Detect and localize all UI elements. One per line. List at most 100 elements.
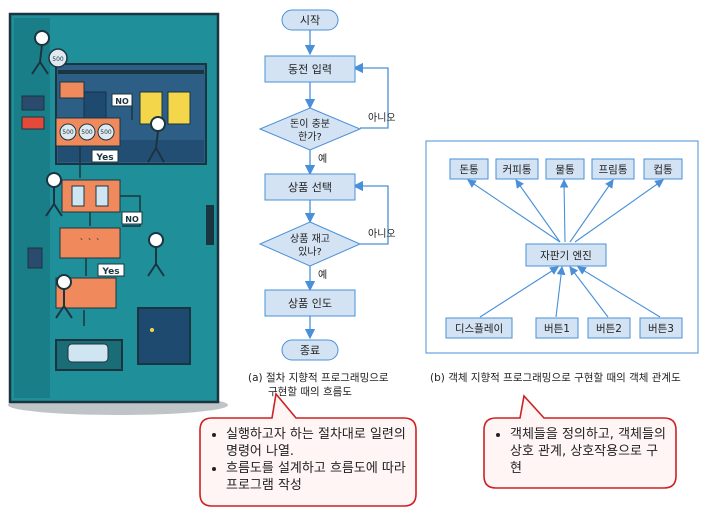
- object-box: [535, 317, 579, 339]
- no-label: 아니오: [368, 112, 396, 124]
- stick-figure: [45, 172, 63, 217]
- shelf: [58, 70, 204, 74]
- stock-check-label-1: 상품 재고: [290, 233, 330, 245]
- note-item: 흐름도를 설계하고 흐름도에 따라 프로그램 작성: [226, 460, 408, 494]
- money-check-decision: [258, 107, 362, 151]
- yes-tag: [91, 149, 119, 163]
- machine-side-panel: [14, 18, 50, 398]
- start-terminal: [281, 9, 339, 31]
- no-label: NO: [125, 215, 139, 224]
- stick-figure: [147, 116, 166, 163]
- object-label: 버튼2: [596, 323, 622, 335]
- bottle-icon: [95, 185, 109, 207]
- caption-a: (a) 절차 지향적 프로그래밍으로 구현할 때의 흐름도: [248, 371, 389, 399]
- callout-left: [199, 392, 417, 507]
- object-diagram: 돈통 커피통 물통 프림통 컵통 자판기 엔진 디스플레이 버튼1 버튼2 버튼…: [425, 140, 699, 354]
- yes-label: 예: [318, 269, 327, 281]
- coin-icon: [59, 123, 77, 141]
- coin-icon: [48, 48, 68, 68]
- callout-right-text: 객체들을 정의하고, 객체들의 상호 관계, 상호작용으로 구현: [494, 426, 670, 477]
- end-terminal: [281, 339, 339, 361]
- stick-figure: [31, 30, 50, 75]
- end-label: 종료: [300, 344, 320, 357]
- relation-arrow: [569, 266, 609, 318]
- relation-arrow: [574, 179, 664, 243]
- stock-check-label-2: 있나?: [298, 246, 322, 258]
- object-box: [587, 317, 631, 339]
- relation-arrow: [555, 265, 566, 318]
- coin-label: 500: [62, 129, 74, 136]
- note-item: 객체들을 정의하고, 객체들의 상호 관계, 상호작용으로 구현: [510, 426, 670, 477]
- coin-label: 500: [81, 129, 93, 136]
- relation-arrow: [479, 266, 559, 318]
- loop-arrow: [120, 195, 141, 227]
- coin-icon: [97, 123, 115, 141]
- object-label: 버튼1: [544, 323, 570, 335]
- handle: [206, 205, 214, 245]
- object-box: [643, 158, 683, 180]
- relation-arrow: [569, 179, 614, 243]
- vending-machine-illustration: 500 500 500 500 Yes Yes NO NO ` ` `: [8, 12, 228, 415]
- bottle-icon: [71, 185, 85, 207]
- pickup-door: [137, 307, 191, 365]
- no-loop-arrow: [352, 62, 389, 129]
- callout-left-text: 실행하고자 하는 절차대로 일련의 명령어 나열. 흐름도를 설계하고 흐름도에…: [210, 426, 408, 494]
- select-box: [264, 173, 356, 201]
- engine-box: [525, 243, 607, 267]
- caption-a-line2: 구현할 때의 흐름도: [268, 386, 352, 398]
- coin-label: 500: [52, 56, 64, 63]
- money-check-label-2: 한가?: [298, 131, 322, 143]
- note-item: 실행하고자 하는 절차대로 일련의 명령어 나열.: [226, 426, 408, 460]
- no-label: 아니오: [368, 228, 396, 240]
- object-label: 물통: [555, 164, 575, 176]
- no-tag: [121, 211, 143, 225]
- yes-label: 예: [318, 153, 327, 165]
- object-box: [449, 158, 489, 180]
- step-dots: ` ` `: [79, 237, 100, 249]
- coin-input-label: 동전 입력: [288, 63, 332, 76]
- object-box: [445, 317, 513, 339]
- coin-input-box: [264, 55, 356, 83]
- stick-figure: [55, 274, 73, 319]
- money-check-label-1: 돈이 충분: [290, 118, 330, 130]
- object-box: [545, 158, 585, 180]
- object-box: [591, 158, 635, 180]
- relation-arrow: [515, 179, 561, 243]
- callout-right: [483, 394, 677, 489]
- relation-arrow: [467, 179, 561, 243]
- caption-a-line1: (a) 절차 지향적 프로그래밍으로: [248, 372, 389, 384]
- dispensed-can: [67, 343, 109, 363]
- stock-check-decision: [258, 221, 362, 267]
- relation-arrow: [577, 266, 661, 318]
- return-slot: [27, 247, 43, 269]
- display-slot: [21, 95, 45, 111]
- engine-label: 자판기 엔진: [540, 250, 592, 262]
- coin-icon: [78, 123, 96, 141]
- relation-arrow: [559, 178, 569, 243]
- caption-b: (b) 객체 지향적 프로그래밍으로 구현할 때의 객체 관계도: [430, 372, 681, 384]
- deliver-label: 상품 인도: [288, 297, 332, 310]
- yes-label: Yes: [95, 153, 113, 163]
- flowchart: 시작 동전 입력 돈이 충분 한가? 예 아니오 상품 선택 상품 재고 있나?…: [258, 9, 396, 361]
- coin-slot: [21, 116, 45, 130]
- stick-figure: [147, 232, 165, 277]
- object-label: 돈통: [459, 164, 479, 176]
- select-label: 상품 선택: [288, 181, 332, 194]
- yes-tag: [97, 263, 125, 277]
- door-knob: [150, 328, 154, 332]
- yes-label: Yes: [101, 267, 119, 277]
- object-label: 프림통: [599, 164, 628, 176]
- object-label: 디스플레이: [455, 323, 503, 335]
- no-loop-arrow: [352, 180, 389, 245]
- object-label: 버튼3: [648, 323, 674, 335]
- no-label: NO: [115, 97, 129, 106]
- product-can: [167, 91, 191, 125]
- start-label: 시작: [300, 14, 320, 27]
- deliver-box: [264, 289, 356, 317]
- object-box: [639, 317, 683, 339]
- object-label: 커피통: [503, 164, 532, 176]
- step-coin-input: [59, 81, 85, 99]
- no-tag: [111, 93, 133, 107]
- object-label: 컵통: [653, 163, 673, 176]
